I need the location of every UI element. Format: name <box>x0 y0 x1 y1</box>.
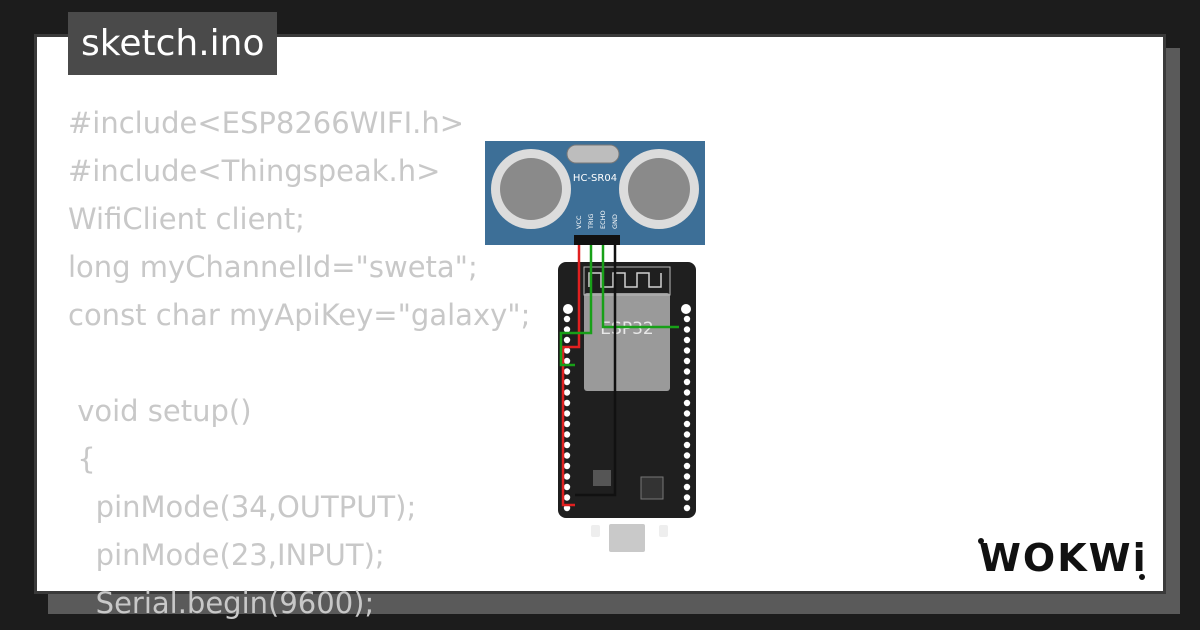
header-pin <box>563 441 571 449</box>
header-pin <box>683 462 691 470</box>
header-pin <box>563 399 571 407</box>
pin-label-gnd: GND <box>611 214 619 229</box>
wokwi-logo: WOKWi <box>978 536 1148 580</box>
header-pin <box>683 410 691 417</box>
header-pin <box>563 410 571 417</box>
transducer-mesh <box>500 158 562 220</box>
header-pin <box>683 441 691 449</box>
header-pin <box>683 431 691 438</box>
header-pin <box>563 483 571 491</box>
antenna-area <box>583 266 671 296</box>
header-pin <box>683 347 691 354</box>
wire-echo <box>601 245 679 329</box>
header-pin <box>563 473 571 480</box>
header-pin <box>563 431 571 438</box>
circuit-diagram: ESP32 HC-SR04 VCC TRIG ECHO GND <box>485 141 705 552</box>
transducer-mesh <box>628 158 690 220</box>
code-line: void setup() <box>68 394 252 428</box>
header-pin <box>683 504 691 512</box>
header-pin <box>563 504 571 512</box>
wires <box>559 245 679 507</box>
header-pin <box>563 389 571 396</box>
pin-label-vcc: VCC <box>575 215 583 229</box>
wokwi-logo-text: WOKWi <box>979 536 1148 580</box>
antenna-trace <box>588 272 662 288</box>
pin-header-left <box>563 315 571 512</box>
header-pin <box>683 399 691 407</box>
wire-trig <box>559 245 593 367</box>
mount-hole <box>563 536 573 546</box>
header-pin <box>563 452 571 459</box>
sensor-model-label: HC-SR04 <box>573 173 617 184</box>
header-pin <box>683 368 691 375</box>
code-line: pinMode(34,OUTPUT); <box>68 490 417 524</box>
mount-hole <box>681 536 691 546</box>
code-line <box>68 339 530 387</box>
header-pin <box>683 378 691 386</box>
header-pin <box>683 336 691 344</box>
pin-label-echo: ECHO <box>599 210 607 229</box>
header-pin <box>683 452 691 459</box>
header-pin <box>563 494 571 501</box>
header-pin <box>683 389 691 396</box>
header-pin <box>683 315 691 323</box>
header-pin <box>683 357 691 365</box>
crystal <box>566 144 620 164</box>
wire-gnd <box>575 245 617 497</box>
header-pin <box>563 462 571 470</box>
header-pin <box>563 378 571 386</box>
header-pin <box>683 326 691 333</box>
code-line: { <box>68 442 96 476</box>
pin-header-right <box>683 315 691 512</box>
boot-button <box>591 525 600 537</box>
esp32-label: ESP32 <box>600 319 653 339</box>
code-line: WifiClient client; <box>68 202 305 236</box>
code-line: #include<ESP8266WIFI.h> <box>68 106 465 140</box>
mount-hole <box>681 304 691 314</box>
sketch-title-tag: sketch.ino <box>68 12 278 75</box>
usb-uart-chip <box>640 476 664 500</box>
header-pin <box>563 357 571 365</box>
code-snippet: #include<ESP8266WIFI.h> #include<Thingspe… <box>68 99 530 627</box>
code-line: #include<Thingspeak.h> <box>68 154 441 188</box>
code-line: Serial.begin(9600); <box>68 586 375 620</box>
header-pin <box>563 368 571 375</box>
hc-sr04-sensor: HC-SR04 VCC TRIG ECHO GND <box>485 141 705 245</box>
header-pin <box>563 336 571 344</box>
en-button <box>659 525 668 537</box>
preview-card: #include<ESP8266WIFI.h> #include<Thingspe… <box>34 34 1166 620</box>
code-line: long myChannelId="sweta"; <box>68 250 478 284</box>
header-pin <box>683 473 691 480</box>
esp32-module <box>584 293 670 391</box>
usb-port <box>609 524 645 552</box>
header-pin <box>683 483 691 491</box>
sensor-pin-header <box>574 235 620 245</box>
header-pin <box>563 326 571 333</box>
code-line: pinMode(23,INPUT); <box>68 538 385 572</box>
code-line: const char myApiKey="galaxy"; <box>68 298 531 332</box>
regulator-chip <box>593 470 611 486</box>
header-pin <box>683 494 691 501</box>
logo-node-icon <box>978 538 984 544</box>
logo-node-icon <box>1139 574 1145 580</box>
header-pin <box>563 347 571 354</box>
wire-vcc <box>561 245 581 507</box>
pin-label-trig: TRIG <box>587 214 595 230</box>
header-pin <box>563 420 571 428</box>
mount-hole <box>563 304 573 314</box>
header-pin <box>563 315 571 323</box>
header-pin <box>683 420 691 428</box>
